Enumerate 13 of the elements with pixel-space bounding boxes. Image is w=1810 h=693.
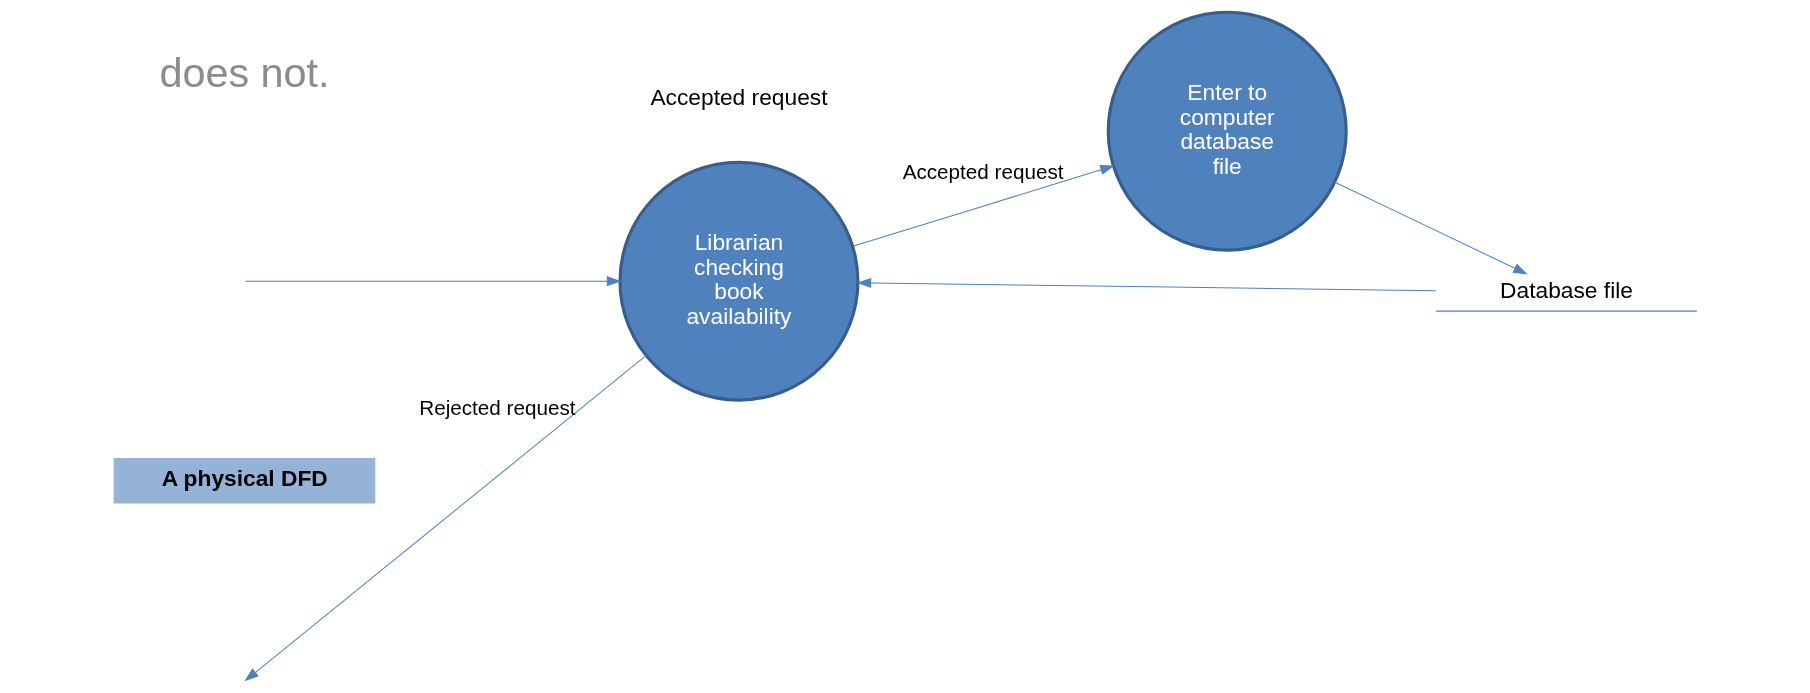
- arrow: [851, 164, 1115, 247]
- label: Accepted request: [649, 83, 827, 110]
- node-box: A physical DFD: [113, 458, 375, 504]
- arrow: [1333, 181, 1528, 275]
- edge-label: Accepted request: [902, 159, 1064, 183]
- label: does not.: [158, 49, 330, 96]
- arrow: [243, 355, 647, 682]
- node-circle: Librarian checking book availability: [617, 160, 859, 402]
- arrow: [244, 276, 621, 287]
- arrow: [856, 277, 1436, 292]
- node-circle: Enter to computer database file: [1106, 10, 1348, 252]
- edge-label: Rejected request: [418, 395, 576, 419]
- node-text: Database file: [1499, 277, 1633, 304]
